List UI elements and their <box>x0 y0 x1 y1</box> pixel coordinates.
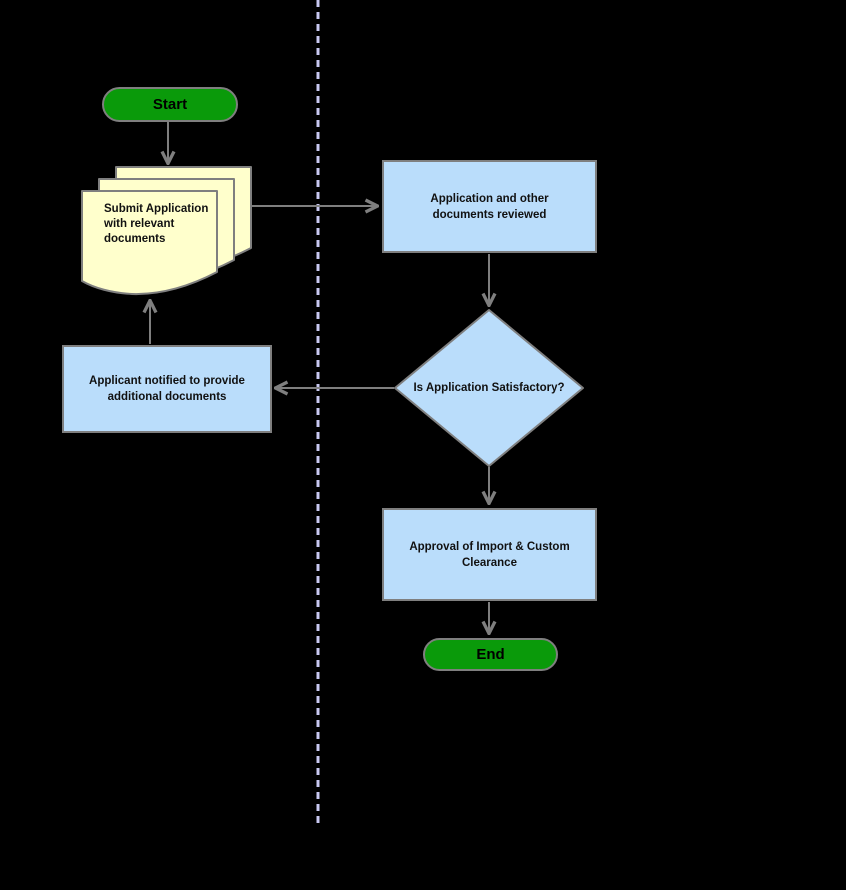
end-label: End <box>476 646 505 663</box>
process-approval: Approval of Import & Custom Clearance <box>382 508 597 601</box>
submit-documents-label: Submit Application with relevant documen… <box>104 203 209 245</box>
process-notify: Applicant notified to provide additional… <box>62 345 272 433</box>
end-terminator: End <box>423 638 558 671</box>
process-review-label: Application and other documents reviewed <box>430 192 549 221</box>
process-notify-label: Applicant notified to provide additional… <box>89 375 245 403</box>
start-label: Start <box>152 96 188 113</box>
start-terminator: Start <box>102 87 238 122</box>
document-stack <box>81 166 252 296</box>
decision-label: Is Application Satisfactory? <box>413 382 565 394</box>
decision-diamond-shape <box>394 309 584 467</box>
process-review: Application and other documents reviewed <box>382 160 597 253</box>
document-page-front <box>81 190 218 296</box>
process-approval-label: Approval of Import & Custom Clearance <box>409 540 570 569</box>
